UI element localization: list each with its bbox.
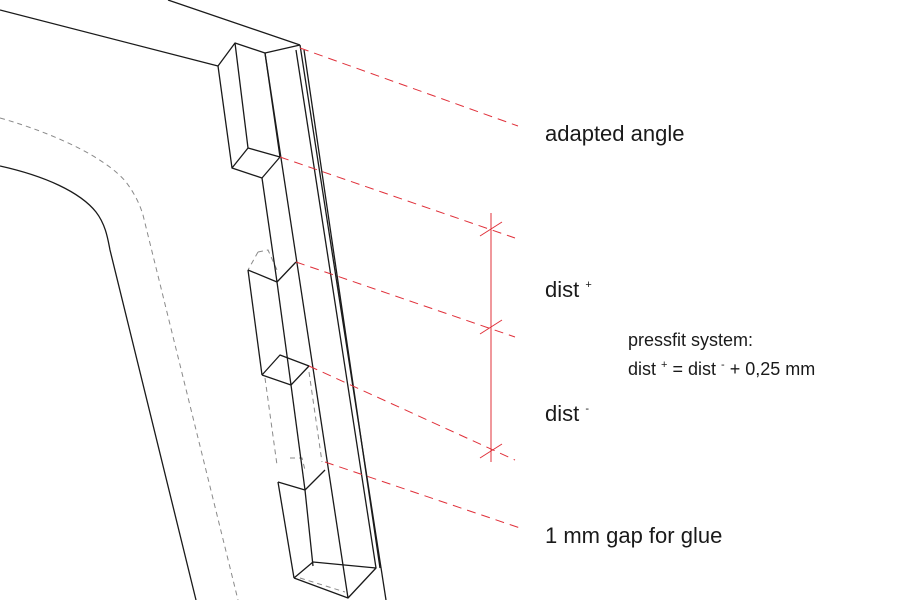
tooth-2-top xyxy=(247,261,297,283)
label-dist-minus: dist - xyxy=(545,401,589,427)
formula-rhs-sup: - xyxy=(721,359,725,371)
tooth-2-side xyxy=(276,281,292,386)
tick-1 xyxy=(479,221,503,237)
hidden-curve xyxy=(0,117,239,600)
tooth-3-top xyxy=(277,469,326,491)
frame-top-edge xyxy=(167,0,301,46)
label-gap-glue: 1 mm gap for glue xyxy=(545,523,722,549)
frame-outline xyxy=(0,0,301,600)
tooth-3-base xyxy=(293,561,377,599)
formula-equals: = xyxy=(672,359,683,379)
formula-title: pressfit system: xyxy=(628,330,754,350)
label-dist-plus-sup: + xyxy=(585,279,592,291)
formula-rhs-tail: + 0,25 mm xyxy=(729,359,816,379)
label-dist-plus-base: dist xyxy=(545,277,580,302)
tooth-2-front xyxy=(247,269,263,376)
tick-3 xyxy=(479,443,503,459)
top-block-front xyxy=(217,42,249,169)
frame-inner-curve xyxy=(0,165,197,600)
hidden-tooth-1b xyxy=(247,251,259,271)
top-block-side xyxy=(247,52,281,158)
label-gap-glue-text: 1 mm gap for glue xyxy=(545,523,723,548)
label-dist-minus-base: dist xyxy=(545,401,580,426)
leader-dist-plus-top xyxy=(279,156,516,239)
formula-block: pressfit system: dist + = dist - + 0,25 … xyxy=(628,326,815,384)
leader-dist-plus-bottom xyxy=(295,261,516,338)
hidden-tooth-1 xyxy=(257,249,278,271)
hidden-tooth-2 xyxy=(264,377,278,466)
tooth-3-side xyxy=(304,489,314,567)
frame-top-inner-edge xyxy=(0,9,219,67)
formula-line: dist + = dist - + 0,25 mm xyxy=(628,355,815,384)
tooth-3-front xyxy=(277,481,295,579)
label-adapted-angle: adapted angle xyxy=(545,121,684,147)
top-block-face xyxy=(217,42,301,67)
hidden-tooth-3 xyxy=(290,457,306,471)
finger-joint xyxy=(217,42,387,600)
spine-1 xyxy=(261,177,278,283)
hidden-tooth-2b xyxy=(308,371,323,463)
leader-dist-minus-bottom xyxy=(308,365,516,461)
tick-2 xyxy=(479,319,503,335)
formula-rhs-base: dist xyxy=(688,359,717,379)
outer-strip-1 xyxy=(264,52,349,599)
dimension-lines xyxy=(279,47,521,529)
tooth-2-bottom xyxy=(261,354,310,386)
leader-adapted-angle xyxy=(299,47,519,127)
label-dist-minus-sup: - xyxy=(585,403,590,415)
outer-strip-2 xyxy=(295,49,377,569)
label-adapted-angle-text: adapted angle xyxy=(545,121,685,146)
outer-strip-4 xyxy=(303,49,381,569)
hidden-contour xyxy=(0,117,346,600)
formula-lhs-sup: + xyxy=(661,359,668,371)
top-block-step xyxy=(231,156,281,179)
formula-lhs-base: dist xyxy=(628,359,657,379)
label-dist-plus: dist + xyxy=(545,277,592,303)
spine-2 xyxy=(290,384,306,491)
leader-gap-glue xyxy=(324,461,521,529)
hidden-bottom xyxy=(299,577,346,593)
